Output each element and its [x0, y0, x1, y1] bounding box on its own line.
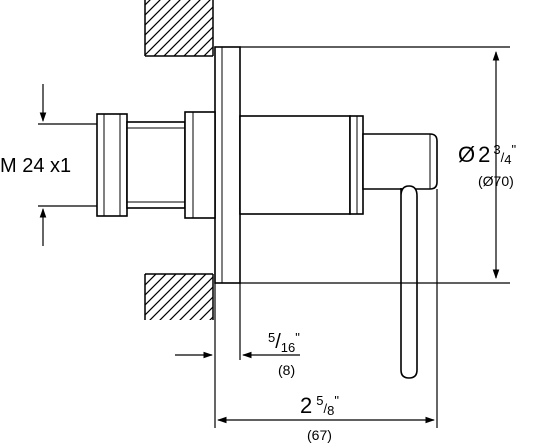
wall-section-bottom	[144, 273, 214, 320]
flange-inch-mark: "	[295, 330, 300, 345]
diameter-metric-label: (Ø70)	[478, 173, 514, 189]
flange-denominator: 16	[281, 340, 295, 355]
wall-section-top	[144, 0, 214, 57]
diameter-inch-mark: "	[511, 142, 516, 157]
lever-handle	[400, 185, 418, 379]
overall-depth-metric-label: (67)	[307, 427, 332, 443]
depth-numerator: 5	[316, 393, 323, 408]
diameter-denominator: 4	[504, 152, 511, 167]
flange-thickness-dimension	[175, 283, 300, 428]
threaded-connector	[96, 111, 216, 219]
depth-denominator: 8	[327, 403, 334, 418]
valve-body	[239, 115, 438, 215]
flange-thickness-metric-label: (8)	[278, 362, 295, 378]
diameter-numerator: 3	[493, 142, 500, 157]
overall-depth-dimension	[217, 189, 438, 428]
flange-numerator: 5	[268, 330, 275, 345]
depth-whole: 2	[300, 393, 312, 418]
thread-size-label: M 24 x1	[0, 155, 71, 177]
thread-dimension	[38, 84, 97, 246]
flange-thickness-inch-label: 5/16"	[268, 330, 300, 355]
diameter-whole: 2	[478, 142, 490, 167]
diameter-symbol: Ø	[458, 142, 475, 167]
depth-inch-mark: "	[334, 393, 339, 408]
diameter-dimension	[240, 46, 510, 284]
cover-plate	[214, 46, 241, 284]
